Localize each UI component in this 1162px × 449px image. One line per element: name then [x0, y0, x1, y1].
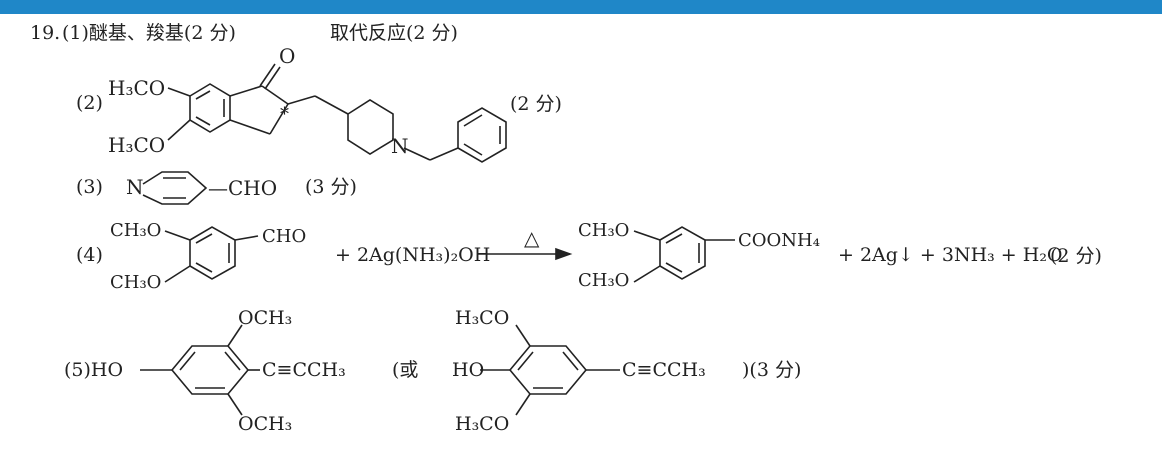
heat-symbol: △	[524, 226, 540, 250]
part3-pyridine-ring	[142, 171, 208, 205]
part2-h3co-bottom: H₃CO	[108, 133, 166, 157]
part5b-och3-bond-bottom	[515, 393, 531, 416]
part5a-och3-bond-top	[227, 324, 243, 347]
top-color-bar	[0, 0, 1162, 14]
part2-ch2-linker-b	[314, 95, 349, 115]
part4-reactant-cho-bond	[234, 235, 259, 241]
part3-label: (3)	[76, 176, 103, 198]
reaction-products: + 2Ag↓ + 3NH₃ + H₂O	[838, 244, 1063, 266]
part5b-och3-bond-top	[515, 324, 531, 347]
part3-pyridine-n: N	[126, 175, 144, 199]
part2-phenyl-ring	[457, 107, 507, 163]
reaction-reagent: + 2Ag(NH₃)₂OH	[335, 244, 491, 266]
part4-reactant-ring	[189, 226, 236, 280]
part3-cho: —CHO	[208, 176, 278, 200]
part4-reactant-och3-bottom	[164, 265, 191, 283]
part3-score: (3 分)	[305, 176, 357, 198]
part4-coonh4: COONH₄	[738, 230, 820, 251]
part5-or: (或	[392, 359, 419, 381]
part4-product-ring	[659, 226, 706, 280]
part1-reaction-type: 取代反应(2 分)	[330, 22, 458, 44]
part5-label-ho: (5)HO	[64, 359, 124, 381]
part5a-och3-bond-bottom	[227, 393, 243, 416]
part1-answer: (1)醚基、羧基(2 分)	[62, 22, 236, 44]
part5-och3-top: OCH₃	[238, 307, 293, 329]
part2-cyclopentanone	[229, 63, 289, 135]
part4-product-ch3o-bottom: CH₃O	[578, 270, 630, 291]
part4-ch3o-top: CH₃O	[110, 220, 162, 241]
part5-och3-bottom: OCH₃	[238, 413, 293, 435]
part2-ch2-linker-a	[287, 95, 316, 105]
question-number: 19.	[30, 22, 61, 44]
part4-product-ch3o-top: CH₃O	[578, 220, 630, 241]
part2-och3-bond-top	[167, 87, 191, 97]
part5-alkyne-b: C≡CCH₃	[622, 359, 706, 381]
part5-h3co-bottom: H₃CO	[455, 413, 510, 435]
part4-cho: CHO	[262, 226, 307, 247]
part4-product-och3-bottom	[633, 265, 661, 283]
part2-score: (2 分)	[510, 93, 562, 115]
part2-piperidine	[347, 99, 394, 155]
part4-ch3o-bottom: CH₃O	[110, 272, 162, 293]
part5-ho-b: HO	[452, 359, 485, 381]
part5a-benzene-ring	[170, 345, 250, 395]
part2-n-ch2-bond	[403, 147, 431, 161]
part2-carbonyl-o: O	[279, 44, 296, 68]
part2-benzene-ring	[189, 83, 231, 133]
part5-h3co-top: H₃CO	[455, 307, 510, 329]
part4-reactant-och3-top	[164, 230, 191, 241]
part2-ch2-ph-bond	[429, 147, 459, 161]
part2-piperidine-n: N	[391, 134, 409, 158]
part5b-benzene-ring	[508, 345, 588, 395]
part2-och3-bond-bottom	[167, 119, 191, 141]
part5-alkyne-a: C≡CCH₃	[262, 359, 346, 381]
part4-product-och3-top	[633, 230, 661, 241]
part2-label: (2)	[76, 92, 103, 114]
part5-score: )(3 分)	[742, 359, 802, 381]
part4-label: (4)	[76, 244, 103, 266]
part2-chiral-star: *	[280, 104, 289, 125]
reaction-arrow-head	[555, 247, 573, 261]
part4-score: (2 分)	[1050, 245, 1102, 267]
part2-h3co-top: H₃CO	[108, 76, 166, 100]
